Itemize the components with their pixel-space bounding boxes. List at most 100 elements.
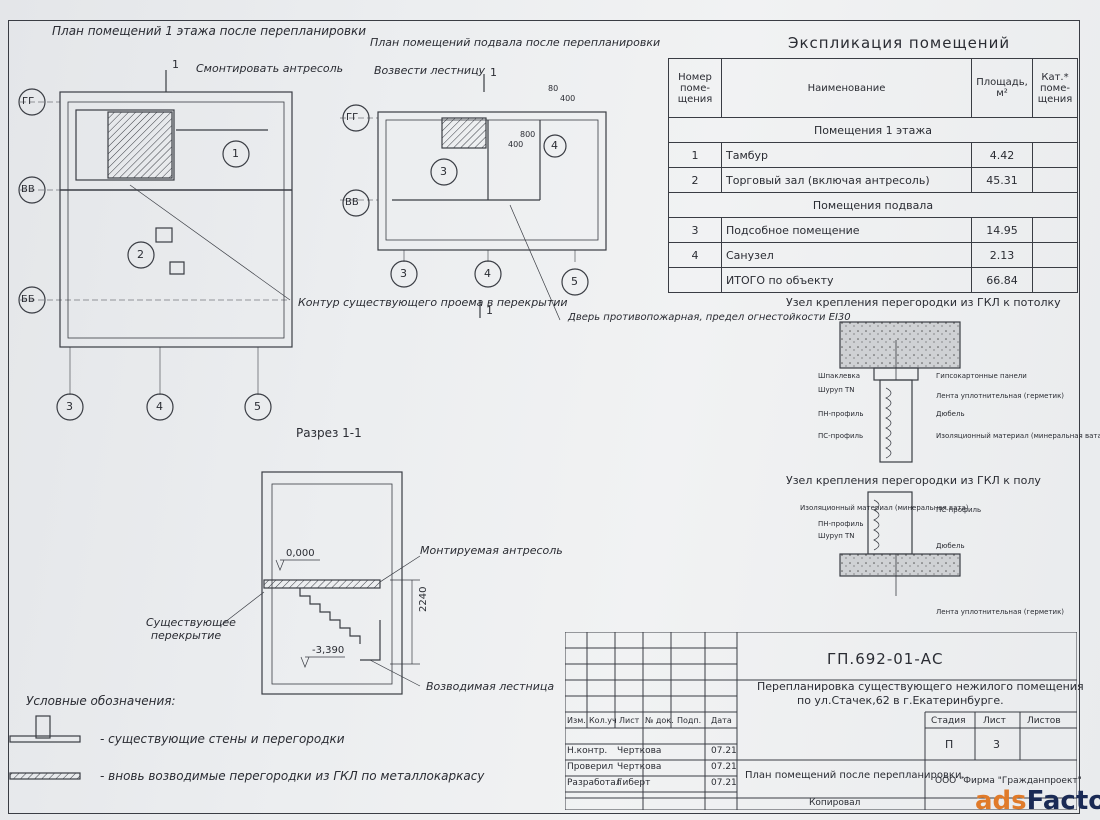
date-developed: 07.21 — [711, 778, 737, 788]
name-norm-control: Черткова — [617, 746, 662, 756]
axis-label-vv-2: ВВ — [345, 197, 359, 208]
axis-marker-3-1 — [56, 393, 84, 421]
note-mount-mezzanine: Смонтировать антресоль — [196, 62, 344, 75]
title-block: ГП.692-01-АС Перепланировка существующег… — [565, 632, 1084, 810]
axis-marker-3-2 — [390, 260, 418, 288]
floor-label-ps: ПС-профиль — [936, 506, 982, 514]
name-developed: Гиберт — [617, 778, 651, 788]
axis-marker-bb-1 — [18, 286, 46, 314]
col-header-date: Дата — [711, 716, 732, 725]
axis-marker-4-2 — [474, 260, 502, 288]
header-name: Наименование — [721, 58, 972, 118]
level-top: 0,000 — [286, 548, 315, 559]
axis-label-3-1: 3 — [66, 400, 73, 413]
axis-marker-gg-1 — [18, 88, 46, 116]
col-header-change: Изм. — [567, 716, 586, 725]
room-label-1: 1 — [232, 147, 239, 160]
axis-label-vv-1: ВВ — [21, 184, 35, 195]
room-marker-3 — [430, 158, 458, 186]
watermark-logo: adsFactory — [975, 786, 1100, 816]
dim-800: 800 — [520, 130, 536, 139]
sheet-frame — [8, 20, 1080, 814]
note-opening-contour: Контур существующего проема в перекрытии — [298, 296, 568, 309]
sheet-title: План помещений после перепланировки. — [745, 770, 965, 781]
col-header-sign: Подп. — [677, 716, 702, 725]
legend-symbols — [9, 715, 81, 780]
drawing-code: ГП.692-01-АС — [827, 650, 944, 668]
ceiling-label-tape: Лента уплотнительная (герметик) — [936, 392, 1065, 400]
ceiling-label-putty: Шпаклевка — [818, 372, 861, 380]
axis-marker-vv-2 — [342, 189, 370, 217]
axis-label-5-1: 5 — [254, 400, 261, 413]
sheets-label: Листов — [1027, 716, 1061, 726]
note-mounted-mezzanine: Монтируемая антресоль — [420, 544, 563, 557]
section-1-1 — [219, 471, 421, 695]
basement-plan-title: План помещений подвала после перепланиро… — [370, 36, 661, 49]
note-built-stairs: Возводимая лестница — [426, 680, 555, 693]
date-norm-control: 07.21 — [711, 746, 737, 756]
axis-marker-5-2 — [561, 268, 589, 296]
group-row-floor1: Помещения 1 этажа — [668, 117, 1078, 143]
floor-label-screw: Шуруп TN — [818, 532, 855, 540]
floor-node-title: Узел крепления перегородки из ГКЛ к полу — [786, 474, 1041, 487]
axis-marker-gg-2 — [342, 104, 370, 132]
axis-label-4-2: 4 — [484, 267, 491, 280]
header-number: Номер поме-щения — [668, 58, 722, 118]
explication-title: Экспликация помещений — [788, 34, 1011, 52]
name-checked: Черткова — [617, 762, 662, 772]
project-line-1: Перепланировка существующего нежилого по… — [757, 680, 1084, 693]
level-bottom: -3,390 — [312, 645, 345, 656]
explication-header-row: Номер поме-щения Наименование Площадь, м… — [668, 58, 1078, 118]
floor-label-pn: ПН-профиль — [818, 520, 864, 528]
role-developed: Разработал — [567, 778, 622, 788]
axis-label-gg-2: ГГ — [346, 112, 359, 123]
room-label-2: 2 — [137, 248, 144, 261]
height-dim: 2240 — [418, 586, 429, 612]
ceiling-label-screw: Шуруп TN — [818, 386, 855, 394]
room-marker-4 — [543, 134, 567, 158]
date-checked: 07.21 — [711, 762, 737, 772]
floor1-plan-title: План помещений 1 этажа после перепланиро… — [52, 24, 367, 38]
axis-marker-vv-1 — [18, 176, 46, 204]
legend-item-new: - вновь возводимые перегородки из ГКЛ по… — [100, 769, 485, 783]
section-mark-1: 1 — [172, 58, 179, 71]
ceiling-label-gypsum: Гипсокартонные панели — [936, 372, 1027, 380]
ceiling-node-detail — [839, 321, 961, 463]
col-header-doc: № док. — [645, 716, 674, 725]
header-area: Площадь, м² — [971, 58, 1033, 118]
stage-value: П — [945, 738, 954, 751]
legend-item-existing: - существующие стены и перегородки — [100, 732, 345, 746]
floor-label-tape: Лента уплотнительная (герметик) — [936, 608, 1065, 616]
floor-node-detail — [839, 491, 961, 596]
project-line-2: по ул.Стачек,62 в г.Екатеринбурге. — [797, 694, 1004, 707]
basement-plan — [340, 74, 607, 321]
floor1-plan — [20, 70, 293, 395]
room-label-3: 3 — [440, 165, 447, 178]
col-header-qty: Кол.уч — [589, 716, 617, 725]
dim-80: 80 — [548, 84, 559, 93]
axis-marker-4-1 — [146, 393, 174, 421]
floor-label-dowel: Дюбель — [936, 542, 965, 550]
group-row-basement: Помещения подвала — [668, 192, 1078, 218]
sheet-value: 3 — [993, 738, 1000, 751]
col-header-sheet: Лист — [619, 716, 640, 725]
role-checked: Проверил — [567, 762, 614, 772]
note-build-stairs: Возвести лестницу — [374, 64, 486, 77]
copied-label: Копировал — [809, 798, 861, 808]
room-marker-1 — [222, 140, 250, 168]
section-mark-3: 1 — [486, 304, 493, 317]
axis-label-gg-1: ГГ — [22, 96, 35, 107]
ceiling-label-insulation: Изоляционный материал (минеральная вата) — [936, 432, 1100, 440]
section-title: Разрез 1-1 — [296, 426, 362, 440]
note-existing-slab: Существующее перекрытие — [146, 616, 236, 642]
axis-label-3-2: 3 — [400, 267, 407, 280]
room-marker-2 — [127, 241, 155, 269]
company-name: ООО "Фирма "Гражданпроект" — [935, 776, 1082, 786]
note-fire-door: Дверь противопожарная, предел огнестойко… — [568, 312, 851, 323]
